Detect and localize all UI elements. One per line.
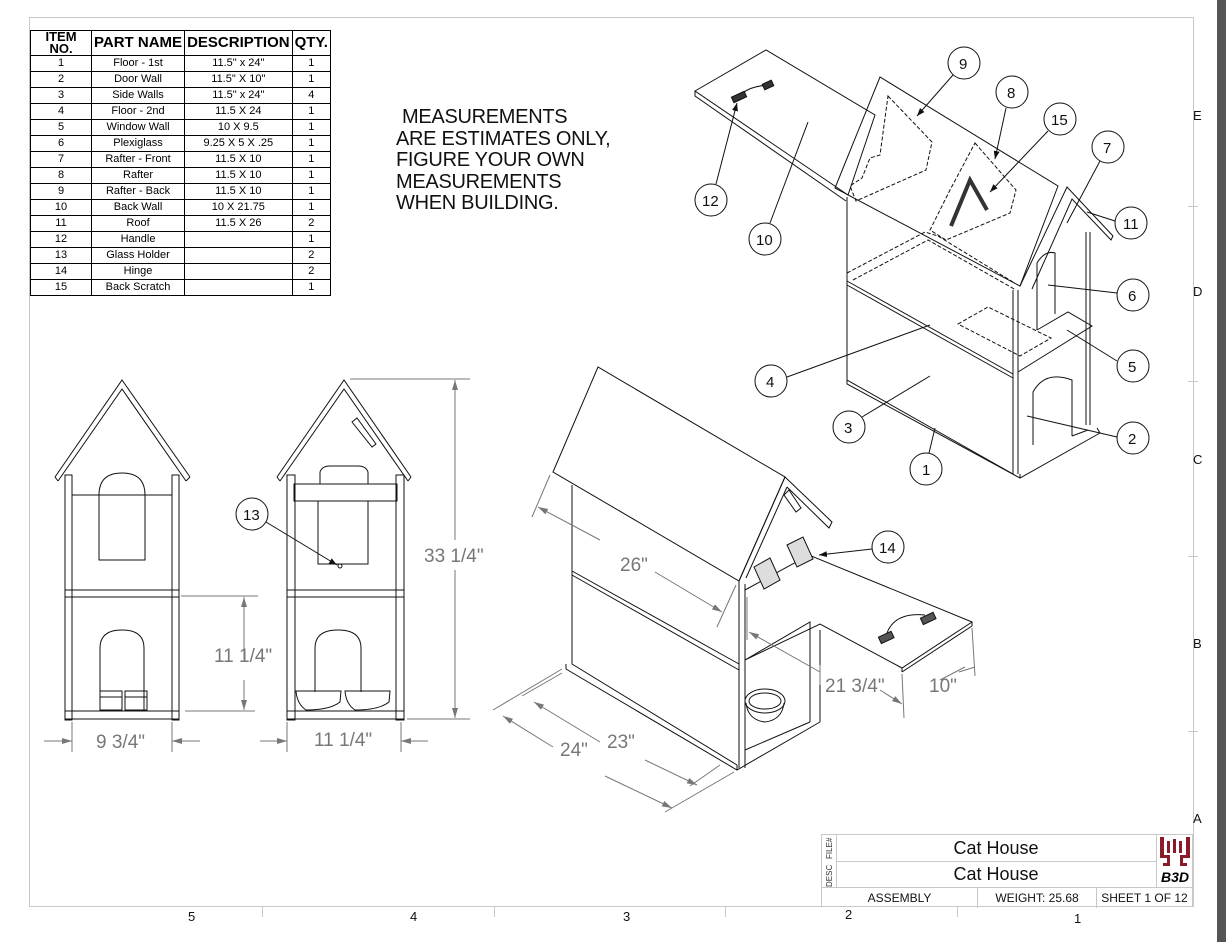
file-value: Cat House xyxy=(836,835,1156,862)
balloon-6-label: 6 xyxy=(1128,288,1136,305)
drawing-type: ASSEMBLY xyxy=(822,888,978,908)
front-width-label: 9 3/4" xyxy=(96,732,145,753)
exploded-view xyxy=(694,49,1114,479)
desc-label: DESC xyxy=(825,864,834,887)
balloon-5-label: 5 xyxy=(1128,359,1136,376)
door-width-label: 10" xyxy=(929,676,957,697)
zone-col-3: 3 xyxy=(623,909,631,924)
file-label: FILE# xyxy=(825,837,834,859)
balloon-4-label: 4 xyxy=(766,374,774,391)
door-width-dimension xyxy=(879,627,976,719)
logo-icon xyxy=(1160,837,1190,866)
zone-tick xyxy=(1188,381,1198,382)
zone-row-b: B xyxy=(1193,636,1202,651)
header-qty: QTY. xyxy=(291,30,331,56)
front-width-dimension xyxy=(44,722,200,752)
zone-tick xyxy=(957,907,958,917)
balloon-1-label: 1 xyxy=(922,462,930,479)
balloon-13 xyxy=(235,497,338,566)
measurement-note: MEASUREMENTS ARE ESTIMATES ONLY, FIGURE … xyxy=(396,106,611,214)
zone-col-5: 5 xyxy=(188,909,196,924)
zone-tick xyxy=(1188,206,1198,207)
zone-tick xyxy=(1188,731,1198,732)
sheet-border xyxy=(29,17,1194,907)
zone-col-2: 2 xyxy=(845,907,853,922)
zone-row-e: E xyxy=(1193,108,1202,123)
desc-value: Cat House xyxy=(953,864,1039,884)
roof-length-label: 26" xyxy=(620,555,648,576)
balloon-7-label: 7 xyxy=(1103,140,1111,157)
exploded-balloons xyxy=(694,46,1150,486)
back-width-dimension xyxy=(260,722,428,752)
balloon-12-label: 12 xyxy=(702,193,719,210)
balloon-2-label: 2 xyxy=(1128,431,1136,448)
title-block-side-labels: FILE# DESC xyxy=(822,835,837,887)
balloon-10-label: 10 xyxy=(756,232,773,249)
balloon-14-label: 14 xyxy=(879,540,896,557)
zone-row-a: A xyxy=(1193,811,1202,826)
back-wall-height-label: 21 3/4" xyxy=(825,676,885,697)
balloon-13-label: 13 xyxy=(243,507,260,524)
zone-tick xyxy=(494,907,495,917)
zone-tick xyxy=(1188,556,1198,557)
back-width-label: 11 1/4" xyxy=(314,730,372,751)
isometric-assembled-view xyxy=(552,366,974,771)
back-view xyxy=(276,379,412,721)
base-outer-length-label: 24" xyxy=(560,740,588,761)
sheet-number: SHEET 1 OF 12 xyxy=(1101,891,1188,905)
header-description: DESCRIPTION xyxy=(184,30,293,56)
total-height-dimension xyxy=(350,378,470,720)
weight: WEIGHT: 25.68 xyxy=(978,888,1097,908)
front-view xyxy=(54,379,191,721)
base-length-dimensions xyxy=(492,668,735,813)
title-block: FILE# DESC Cat House Cat House B3D ASSEM… xyxy=(821,834,1195,908)
roof-length-dimension xyxy=(531,474,737,628)
balloon-9-label: 9 xyxy=(959,56,967,73)
logo-text: B3D xyxy=(1161,869,1190,885)
zone-row-c: C xyxy=(1193,452,1203,467)
balloon-15-label: 15 xyxy=(1051,112,1068,129)
header-part-name: PART NAME xyxy=(90,30,186,56)
lower-height-dimension xyxy=(181,595,258,712)
zone-col-1: 1 xyxy=(1074,911,1082,926)
base-inner-length-label: 23" xyxy=(607,732,635,753)
zone-tick xyxy=(262,907,263,917)
back-wall-height-dimension xyxy=(746,597,821,685)
b3d-logo: B3D xyxy=(1156,835,1195,887)
balloon-8-label: 8 xyxy=(1007,85,1015,102)
zone-col-4: 4 xyxy=(410,909,418,924)
zone-tick xyxy=(725,907,726,917)
balloon-11-label: 11 xyxy=(1123,216,1139,233)
zone-row-d: D xyxy=(1193,284,1203,299)
balloon-14 xyxy=(818,530,905,564)
balloon-3-label: 3 xyxy=(844,420,852,437)
balloon-labels: 9 8 15 7 11 6 5 2 12 10 4 3 1 xyxy=(702,56,1139,479)
total-height-label: 33 1/4" xyxy=(424,546,484,567)
lower-height-label: 11 1/4" xyxy=(214,646,272,667)
title-block-bottom-row: ASSEMBLY WEIGHT: 25.68 SHEET 1 OF 12 xyxy=(822,887,1192,908)
window-edge xyxy=(1217,0,1226,942)
